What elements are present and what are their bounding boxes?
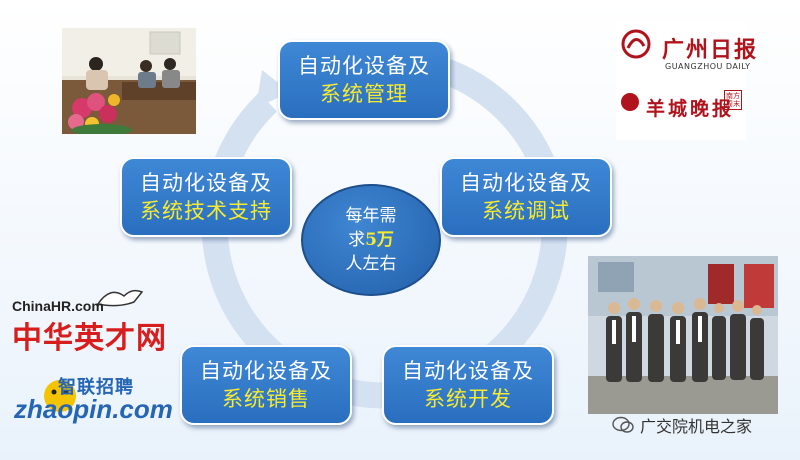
wechat-icon xyxy=(612,416,634,433)
newspaper-logos-panel xyxy=(616,22,746,140)
box-system-debugging: 自动化设备及 系统调试 xyxy=(440,157,612,237)
guangzhou-daily-emblem-icon xyxy=(621,29,651,59)
center-line3: 人左右 xyxy=(345,254,397,274)
center-line2-prefix: 求 xyxy=(348,230,366,250)
box-line2: 系统技术支持 xyxy=(140,199,272,223)
box-system-sales: 自动化设备及 系统销售 xyxy=(180,345,352,425)
newspaper-emblems xyxy=(621,29,651,111)
box-system-development: 自动化设备及 系统开发 xyxy=(382,345,554,425)
zhaopin-en: zhaopin.com xyxy=(14,394,173,424)
southern-weekly-seal: 南方周末 xyxy=(724,90,742,110)
box-line2: 系统调试 xyxy=(482,199,570,223)
chinahr-cn: 中华英才网 xyxy=(12,321,167,356)
group-photo-image xyxy=(588,256,778,414)
box-line1: 自动化设备及 xyxy=(460,171,592,195)
guangzhou-daily-logo: 广州日报 xyxy=(662,37,759,63)
box-line2: 系统管理 xyxy=(320,82,408,106)
meeting-photo xyxy=(62,28,196,134)
chinahr-en: ChinaHR.com xyxy=(12,298,104,314)
zhaopin-cn: 智联招聘 xyxy=(58,377,134,398)
box-line1: 自动化设备及 xyxy=(402,359,534,383)
center-highlight: 5万 xyxy=(365,230,394,250)
box-line2: 系统销售 xyxy=(222,387,310,411)
chinahr-bird-icon xyxy=(96,289,144,307)
cycle-arrowhead xyxy=(256,70,290,108)
yangcheng-emblem-icon xyxy=(621,93,639,111)
box-technical-support: 自动化设备及 系统技术支持 xyxy=(120,157,292,237)
center-demand-circle: 每年需 求5万 人左右 xyxy=(301,184,441,296)
box-system-management: 自动化设备及 系统管理 xyxy=(278,40,450,120)
center-line1: 每年需 xyxy=(345,206,397,226)
zhaopin-face-icon xyxy=(44,380,76,412)
yangcheng-evening-logo: 羊城晚报 xyxy=(646,98,735,120)
meeting-photo-image xyxy=(62,28,196,134)
watermark-text: 广交院机电之家 xyxy=(640,417,753,436)
box-line2: 系统开发 xyxy=(424,387,512,411)
box-line1: 自动化设备及 xyxy=(140,171,272,195)
chinahr-logo xyxy=(8,282,148,354)
box-line1: 自动化设备及 xyxy=(200,359,332,383)
wechat-watermark: 广交院机电之家 xyxy=(612,413,752,437)
box-line1: 自动化设备及 xyxy=(298,54,430,78)
guangzhou-daily-en: GUANGZHOU DAILY xyxy=(665,62,751,71)
group-photo xyxy=(588,256,778,414)
center-line2: 求5万 xyxy=(348,228,394,252)
